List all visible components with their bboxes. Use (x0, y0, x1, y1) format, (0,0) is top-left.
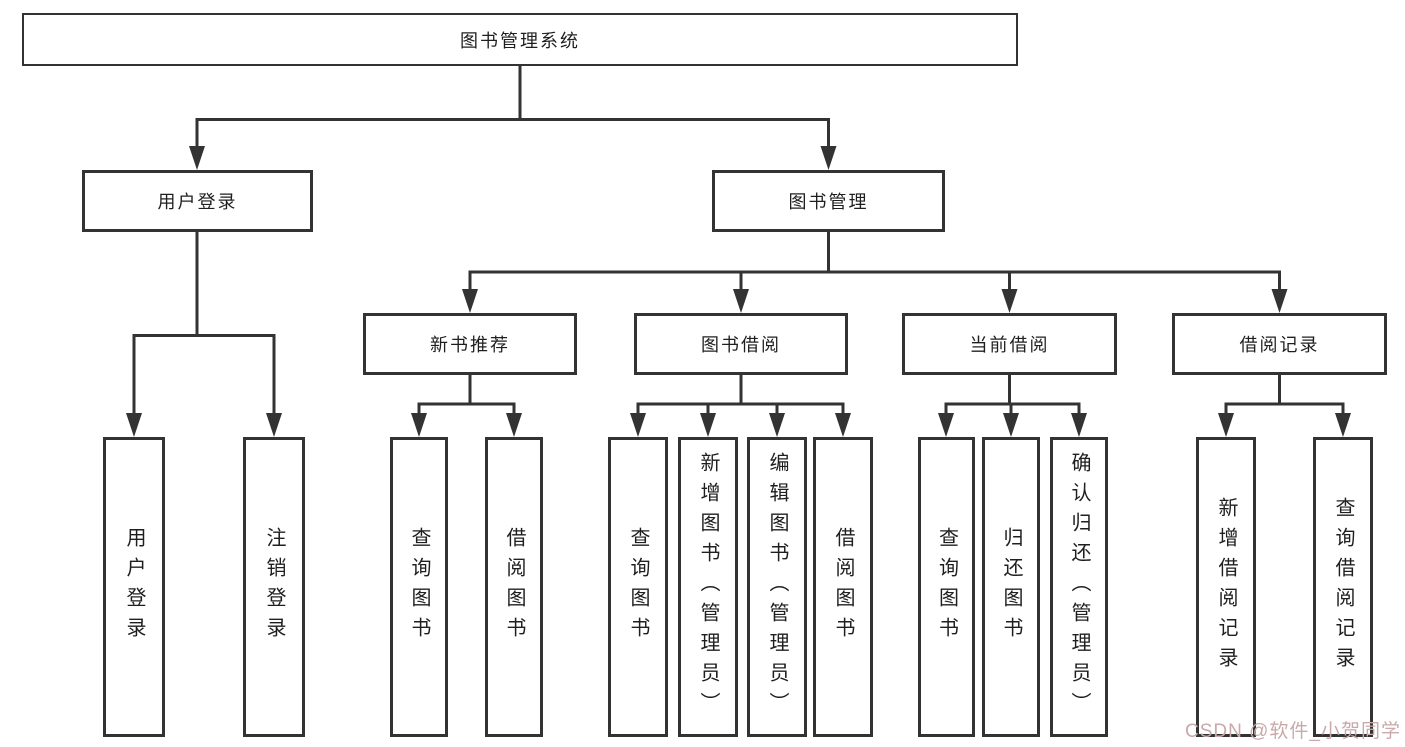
node-leaf-logout-label: 注销登录 (263, 527, 285, 647)
node-leaf-user-login: 用户登录 (103, 437, 165, 737)
node-new-books: 新书推荐 (363, 313, 577, 375)
node-leaf-query-books-2: 查询图书 (608, 437, 668, 737)
node-leaf-borrow-books-2: 借阅图书 (813, 437, 873, 737)
node-leaf-query-books-3: 查询图书 (918, 437, 975, 737)
node-leaf-edit-books-admin: 编辑图书（管理员） (747, 437, 807, 737)
node-leaf-return-books-label: 归还图书 (1000, 527, 1022, 647)
node-book-borrow: 图书借阅 (634, 313, 848, 375)
watermark: CSDN @软件_小贺同学 (1185, 721, 1401, 742)
node-leaf-query-books-2-label: 查询图书 (627, 527, 649, 647)
node-leaf-edit-books-admin-label: 编辑图书（管理员） (766, 452, 788, 722)
node-user-login-label: 用户登录 (157, 192, 238, 212)
node-book-mgmt-label: 图书管理 (788, 192, 869, 212)
node-leaf-logout: 注销登录 (243, 437, 305, 737)
node-borrow-records-label: 借阅记录 (1239, 335, 1320, 355)
node-leaf-borrow-books-1: 借阅图书 (485, 437, 543, 737)
node-leaf-confirm-return-admin: 确认归还（管理员） (1050, 437, 1108, 737)
node-book-borrow-label: 图书借阅 (701, 335, 781, 355)
node-leaf-add-books-admin-label: 新增图书（管理员） (697, 452, 719, 722)
node-leaf-add-books-admin: 新增图书（管理员） (678, 437, 738, 737)
node-leaf-query-books-1: 查询图书 (390, 437, 448, 737)
node-leaf-confirm-return-admin-label: 确认归还（管理员） (1068, 452, 1090, 722)
node-root-label: 图书管理系统 (460, 30, 580, 51)
node-book-mgmt: 图书管理 (712, 170, 945, 232)
node-leaf-query-borrow-record: 查询借阅记录 (1313, 437, 1373, 737)
node-new-books-label: 新书推荐 (430, 335, 510, 355)
node-leaf-query-borrow-record-label: 查询借阅记录 (1332, 497, 1354, 677)
node-current-borrow: 当前借阅 (902, 313, 1117, 375)
node-current-borrow-label: 当前借阅 (969, 335, 1050, 355)
node-leaf-borrow-books-2-label: 借阅图书 (832, 527, 854, 647)
node-leaf-borrow-books-1-label: 借阅图书 (503, 527, 525, 647)
node-user-login: 用户登录 (82, 170, 313, 232)
node-root: 图书管理系统 (22, 13, 1018, 66)
node-leaf-add-borrow-record: 新增借阅记录 (1196, 437, 1256, 737)
node-leaf-user-login-label: 用户登录 (123, 527, 145, 647)
node-leaf-query-books-3-label: 查询图书 (935, 527, 958, 647)
node-leaf-add-borrow-record-label: 新增借阅记录 (1215, 497, 1237, 677)
node-leaf-return-books: 归还图书 (982, 437, 1040, 737)
node-borrow-records: 借阅记录 (1172, 313, 1387, 375)
node-leaf-query-books-1-label: 查询图书 (408, 527, 430, 647)
